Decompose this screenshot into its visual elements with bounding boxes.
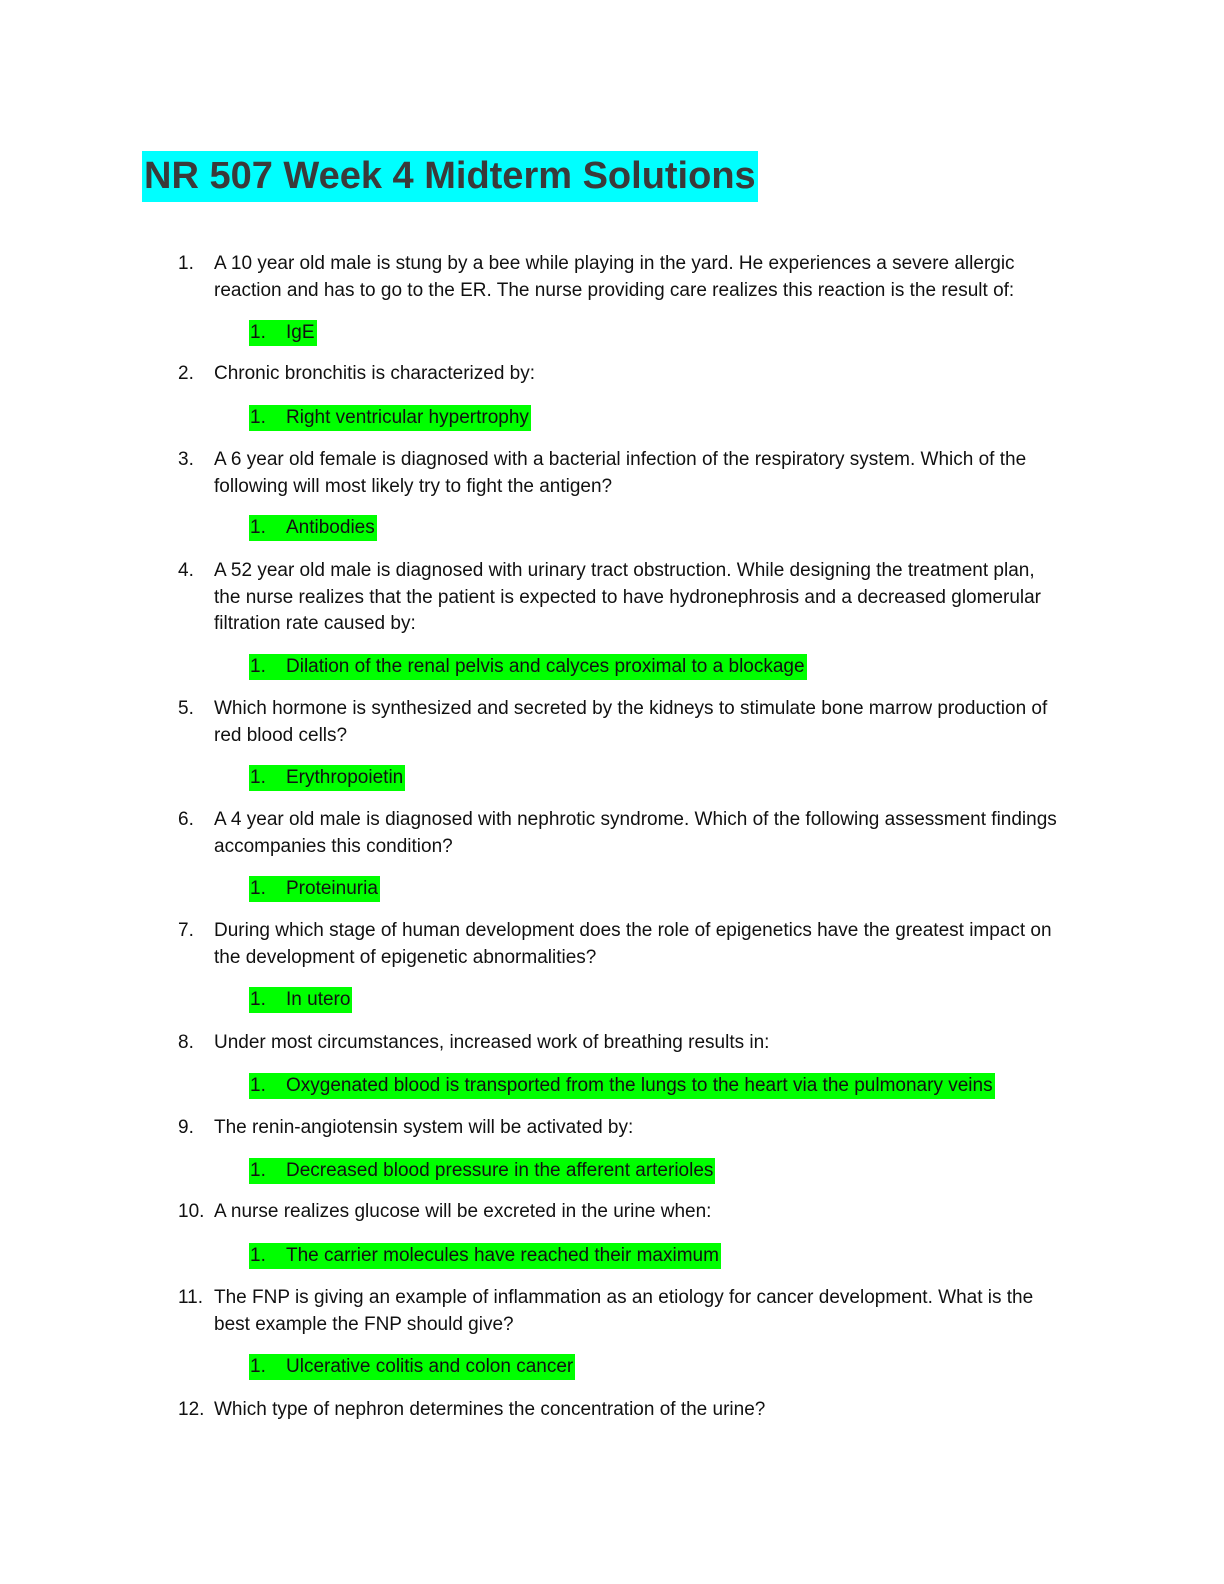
answer-number: 1. <box>250 1245 266 1266</box>
answer-text: Erythropoietin <box>286 767 404 788</box>
answer-2: 1. Right ventricular hypertrophy <box>249 405 531 431</box>
question-text: Which hormone is synthesized and secrete… <box>214 698 1048 746</box>
question-text: The FNP is giving an example of inflamma… <box>214 1287 1034 1335</box>
question-number: 2. <box>178 363 194 384</box>
question-number: 3. <box>178 449 194 470</box>
answer-text: Ulcerative colitis and colon cancer <box>286 1356 574 1377</box>
answer-number: 1. <box>250 1356 266 1377</box>
question-number: 6. <box>178 809 194 830</box>
answer-text: Proteinuria <box>286 878 378 899</box>
answer-number: 1. <box>250 656 266 677</box>
answer-number: 1. <box>250 322 266 343</box>
question-number: 11. <box>178 1287 204 1308</box>
answer-11: 1. Ulcerative colitis and colon cancer <box>249 1354 576 1380</box>
answer-4: 1. Dilation of the renal pelvis and calyc… <box>249 654 807 680</box>
answer-text: The carrier molecules have reached their… <box>286 1245 719 1266</box>
question-number: 9. <box>178 1117 194 1138</box>
answer-1: 1. IgE <box>249 320 317 346</box>
answer-number: 1. <box>250 878 266 899</box>
question-text: During which stage of human development … <box>214 920 1052 968</box>
question-text: A nurse realizes glucose will be excrete… <box>214 1201 712 1222</box>
question-number: 4. <box>178 560 194 581</box>
answer-number: 1. <box>250 407 266 428</box>
question-text: A 10 year old male is stung by a bee whi… <box>214 253 1015 301</box>
question-text: A 52 year old male is diagnosed with uri… <box>214 560 1042 634</box>
answer-6: 1. Proteinuria <box>249 876 380 902</box>
question-text: The renin-angiotensin system will be act… <box>214 1117 634 1138</box>
answer-number: 1. <box>250 767 266 788</box>
answer-number: 1. <box>250 1075 266 1096</box>
question-number: 12. <box>178 1399 205 1420</box>
document-title: NR 507 Week 4 Midterm Solutions <box>142 151 758 202</box>
answer-5: 1. Erythropoietin <box>249 765 406 791</box>
question-text: A 6 year old female is diagnosed with a … <box>214 449 1027 497</box>
question-text: Which type of nephron determines the con… <box>214 1399 766 1420</box>
answer-text: Dilation of the renal pelvis and calyces… <box>286 656 805 677</box>
answer-8: 1. Oxygenated blood is transported from t… <box>249 1073 995 1099</box>
question-number: 5. <box>178 698 194 719</box>
answer-text: Right ventricular hypertrophy <box>286 407 529 428</box>
question-number: 1. <box>178 253 194 274</box>
answer-text: Antibodies <box>286 517 375 538</box>
answer-7: 1. In utero <box>249 987 353 1013</box>
answer-text: Oxygenated blood is transported from the… <box>286 1075 993 1096</box>
question-number: 7. <box>178 920 194 941</box>
question-number: 8. <box>178 1032 194 1053</box>
answer-3: 1. Antibodies <box>249 515 377 541</box>
answer-9: 1. Decreased blood pressure in the affere… <box>249 1158 716 1184</box>
answer-text: Decreased blood pressure in the afferent… <box>286 1160 714 1181</box>
answer-number: 1. <box>250 1160 266 1181</box>
question-text: Under most circumstances, increased work… <box>214 1032 770 1053</box>
question-text: Chronic bronchitis is characterized by: <box>214 363 536 384</box>
answer-text: In utero <box>286 989 351 1010</box>
answer-number: 1. <box>250 989 266 1010</box>
answer-number: 1. <box>250 517 266 538</box>
question-number: 10. <box>178 1201 205 1222</box>
question-text: A 4 year old male is diagnosed with neph… <box>214 809 1057 857</box>
answer-text: IgE <box>286 322 315 343</box>
answer-10: 1. The carrier molecules have reached the… <box>249 1243 721 1269</box>
